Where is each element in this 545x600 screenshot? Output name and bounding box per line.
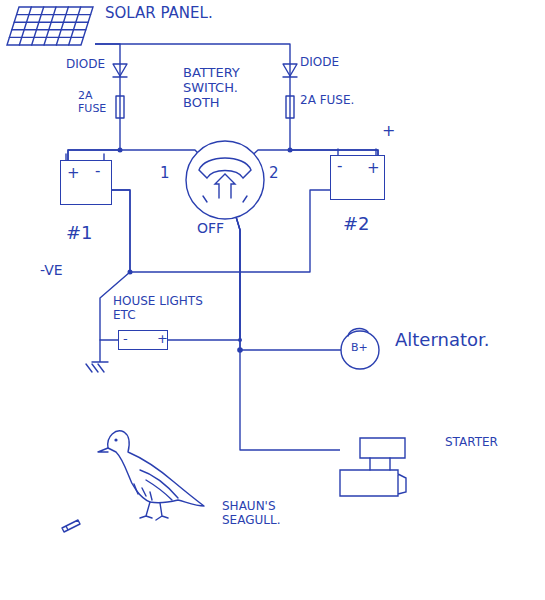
solar-panel: SOLAR PANEL. bbox=[5, 5, 95, 47]
house-lights-box: HOUSE LIGHTS ETC-+ bbox=[118, 330, 168, 350]
starter-motor: STARTER bbox=[340, 438, 405, 498]
wire bbox=[236, 217, 341, 350]
node-text: HOUSE LIGHTS ETC bbox=[113, 295, 223, 323]
wire bbox=[168, 217, 240, 340]
node-text: Alternator. bbox=[395, 330, 515, 351]
node-text: - bbox=[95, 163, 100, 180]
alternator: B+Alternator. bbox=[340, 330, 380, 370]
battery-box: +-#1 bbox=[60, 160, 112, 205]
battery-box: -+#2 bbox=[330, 155, 385, 200]
switch-shape bbox=[185, 140, 265, 220]
node-text: B+ bbox=[351, 342, 368, 355]
ground-symbol bbox=[86, 340, 108, 372]
part-label: DIODE bbox=[66, 58, 105, 72]
battery-switch: BATTERY SWITCH. BOTH12OFF bbox=[185, 140, 265, 220]
part-label: 2A FUSE. bbox=[300, 94, 380, 108]
part-label: 2A FUSE bbox=[78, 90, 118, 115]
node-text: 2 bbox=[269, 165, 279, 182]
part-label: SHAUN'S SEAGULL. bbox=[222, 500, 312, 528]
node-text: #1 bbox=[66, 223, 93, 244]
junction-dot bbox=[118, 148, 293, 353]
node-text: 1 bbox=[160, 165, 170, 182]
part-label: + bbox=[382, 122, 395, 140]
part-label: DIODE bbox=[300, 56, 339, 70]
node-text: + bbox=[67, 165, 80, 182]
starter-shape bbox=[340, 438, 405, 498]
wire bbox=[112, 190, 330, 272]
node-text: SOLAR PANEL. bbox=[105, 5, 245, 22]
node-text: + bbox=[157, 332, 168, 347]
node-text: - bbox=[337, 158, 342, 175]
seagull-drawing bbox=[62, 431, 204, 532]
node-text: STARTER bbox=[445, 436, 535, 450]
node-text: BATTERY SWITCH. BOTH bbox=[183, 66, 263, 111]
solar-shape bbox=[5, 5, 95, 47]
node-text: #2 bbox=[343, 214, 370, 235]
wire bbox=[68, 150, 197, 160]
node-text: OFF bbox=[197, 220, 224, 236]
node-text: + bbox=[367, 160, 380, 177]
part-label: -VE bbox=[40, 262, 63, 278]
node-text: - bbox=[123, 332, 128, 347]
wire bbox=[236, 217, 340, 450]
